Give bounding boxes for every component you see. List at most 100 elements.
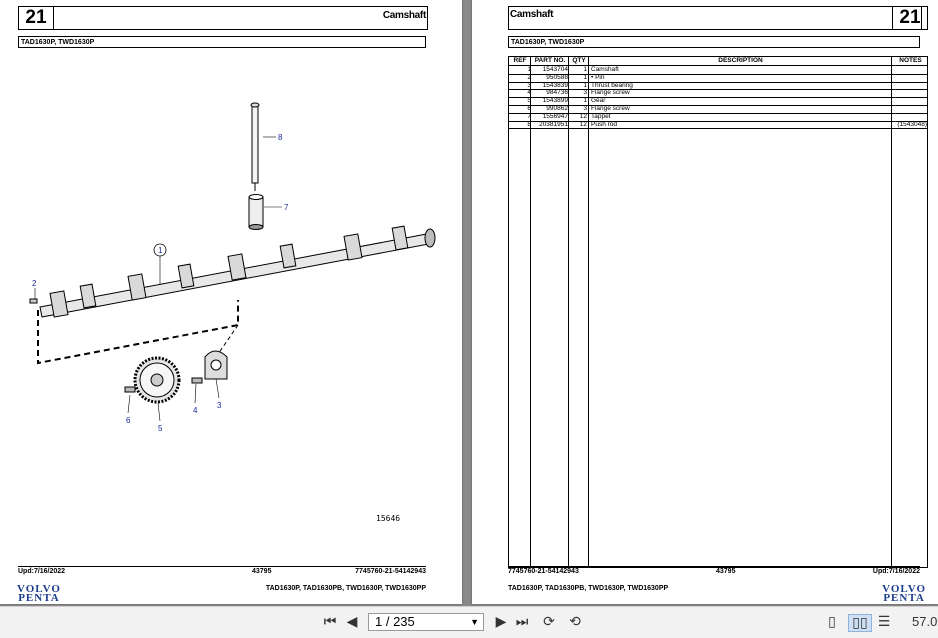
callout-7: 7 [284, 203, 289, 212]
col-ref-divider [509, 57, 531, 567]
header-rule [509, 65, 927, 66]
table-row: 1 1543704 1 Camshaft [509, 66, 927, 75]
row-qty: 1 [583, 73, 587, 81]
left-page-title: Camshaft [382, 10, 426, 21]
logo-penta-text: PENTA [18, 592, 60, 604]
left-footer-models: TAD1630P, TAD1630PB, TWD1630P, TWD1630PP [265, 585, 426, 592]
right-header-box [508, 6, 922, 30]
row-qty: 12 [579, 112, 587, 120]
callout-5: 5 [158, 424, 163, 433]
row-ref: 1 [527, 66, 531, 73]
right-page: Camshaft 21 TAD1630P, TWD1630P REF PART … [472, 0, 938, 604]
col-desc-divider [588, 57, 892, 567]
row-qty: 1 [583, 97, 587, 105]
first-page-icon[interactable]: ⏮ [323, 614, 337, 630]
row-ref: 4 [527, 89, 531, 97]
callout-6: 6 [126, 416, 131, 425]
row-part-number: 1556947 [542, 112, 568, 120]
scroll-icon[interactable]: ☰ [877, 614, 891, 630]
row-ref: 7 [527, 112, 531, 120]
logo-volvo-text: VOLVO [17, 583, 61, 595]
right-page-number: 21 [892, 6, 928, 30]
row-qty: 3 [583, 89, 587, 97]
chevron-down-icon[interactable]: ▼ [470, 617, 479, 627]
row-description: Flange screw [591, 105, 630, 112]
row-description: Flange screw [591, 89, 630, 97]
row-part-number: 1543704 [542, 66, 568, 73]
row-qty: 1 [583, 81, 587, 89]
row-qty: 1 [583, 66, 587, 73]
logo-penta-text: PENTA [883, 592, 925, 604]
rotate-back-icon[interactable]: ⟲ [569, 614, 581, 630]
callout-4: 4 [193, 406, 198, 415]
header-desc: DESCRIPTION [718, 57, 763, 64]
row-part-number: 1543839 [542, 81, 568, 89]
table-row: 7 1556947 12 Tappet [509, 113, 927, 122]
right-footer-models: TAD1630P, TAD1630PB, TWD1630P, TWD1630PP [508, 585, 669, 592]
left-footer-updated: Upd:7/16/2022 [18, 568, 66, 575]
col-part-divider [530, 57, 569, 567]
row-notes: (1543048) [897, 120, 927, 128]
left-models-bar: TAD1630P, TWD1630P [18, 36, 426, 48]
right-footer-rule [508, 566, 920, 567]
callout-1-circle [153, 243, 167, 257]
row-part-number: 984736 [546, 89, 568, 97]
right-footer-updated: Upd:7/16/2022 [872, 568, 920, 575]
logo-volvo-text: VOLVO [882, 583, 926, 595]
push-rod-drawing [250, 102, 260, 191]
row-ref: 3 [527, 81, 531, 89]
row-description: Tappet [591, 112, 611, 120]
callout-3: 3 [217, 401, 222, 410]
header-notes: NOTES [899, 57, 922, 64]
left-page: 21 Camshaft TAD1630P, TWD1630P [0, 0, 462, 604]
page-number-value: 1 / 235 [375, 614, 415, 629]
left-footer-docref: 7745760-21-54142943 [355, 568, 426, 575]
next-page-icon[interactable]: ▶ [495, 614, 507, 630]
flange-screws-drawing [124, 377, 203, 393]
header-ref: REF [513, 57, 527, 64]
col-qty-divider [568, 57, 589, 567]
page-number-field[interactable]: 1 / 235 ▼ [368, 613, 484, 631]
figure-number: 15646 [376, 514, 401, 523]
callout-8: 8 [278, 133, 283, 142]
rotate-icon[interactable]: ⟳ [543, 614, 555, 630]
right-footer-code: 43795 [716, 568, 736, 575]
two-page-icon[interactable]: ▯▯ [848, 614, 872, 632]
row-part-number: 1543899 [542, 97, 568, 105]
viewer-toolbar: ⏮ ◀ 1 / 235 ▼ ▶ ⏭ ⟳ ⟲ ▯ ▯▯ ☰ 57.0 [0, 606, 938, 638]
camshaft-diagram: 1 2 3 4 5 6 7 8 [29, 102, 436, 433]
left-page-number: 21 [18, 6, 54, 30]
callout-1: 1 [158, 246, 163, 255]
last-page-icon[interactable]: ⏭ [515, 614, 529, 630]
camshaft-drawing [39, 225, 436, 318]
row-qty: 3 [583, 105, 587, 112]
row-ref: 8 [527, 120, 531, 128]
right-page-title: Camshaft [510, 9, 554, 20]
right-models-bar: TAD1630P, TWD1630P [508, 36, 920, 48]
prev-page-icon[interactable]: ◀ [346, 614, 358, 630]
table-row: 6 990862 3 Flange screw [509, 105, 927, 114]
tappet-drawing [248, 194, 264, 230]
zoom-level[interactable]: 57.0 [912, 614, 938, 629]
header-qty: QTY [572, 57, 586, 64]
row-description: Gear [591, 97, 606, 105]
row-part-number: 990862 [546, 105, 568, 112]
assembly-outline [37, 300, 239, 365]
row-ref: 6 [527, 105, 531, 112]
table-row: 2 950588 1 • Pin [509, 74, 927, 83]
leader-lines [34, 136, 282, 422]
volvo-penta-logo-left: VOLVO PENTA [17, 583, 61, 604]
row-ref: 2 [527, 73, 531, 81]
single-page-icon[interactable]: ▯ [828, 614, 836, 630]
callout-2: 2 [32, 279, 37, 288]
thrust-bearing-drawing [204, 350, 228, 380]
table-row: 4 984736 3 Flange screw [509, 89, 927, 99]
gear-drawing [133, 356, 181, 404]
row-description: • Pin [591, 73, 605, 81]
row-description: Camshaft [591, 66, 619, 73]
row-part-number: 950588 [546, 73, 568, 81]
volvo-penta-logo-right: VOLVO PENTA [882, 583, 926, 604]
